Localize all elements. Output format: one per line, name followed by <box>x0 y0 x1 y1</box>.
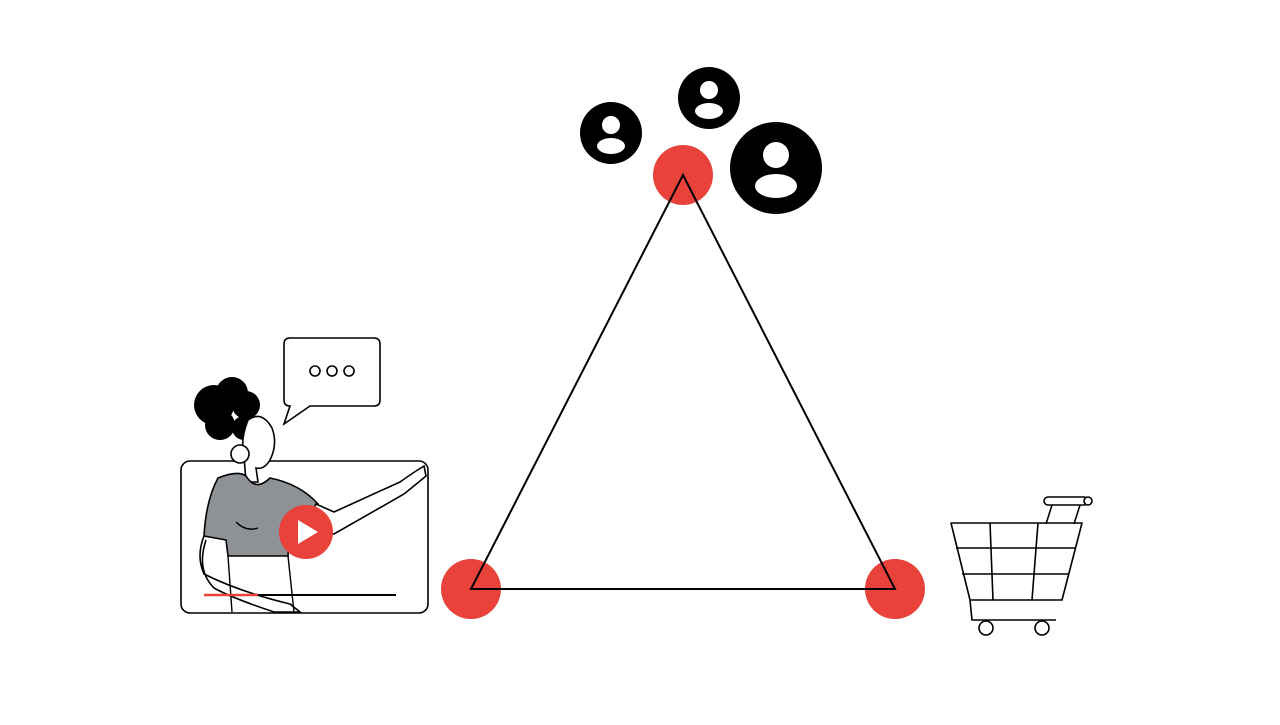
video-creator-icon <box>180 337 429 614</box>
user-icon <box>730 122 822 214</box>
earring <box>230 444 250 464</box>
speech-bubble <box>282 337 381 427</box>
person-hair <box>194 377 260 440</box>
triangle-outline <box>469 172 897 590</box>
user-icon <box>678 67 740 129</box>
person-shirt <box>203 472 320 557</box>
person-lower-arm <box>199 535 303 613</box>
ellipsis-icon <box>309 365 355 377</box>
audience-group <box>580 67 822 214</box>
person-arm-raised <box>304 464 427 535</box>
shopping-cart-icon <box>950 496 1093 636</box>
user-icon <box>580 102 642 164</box>
play-icon <box>279 505 333 559</box>
